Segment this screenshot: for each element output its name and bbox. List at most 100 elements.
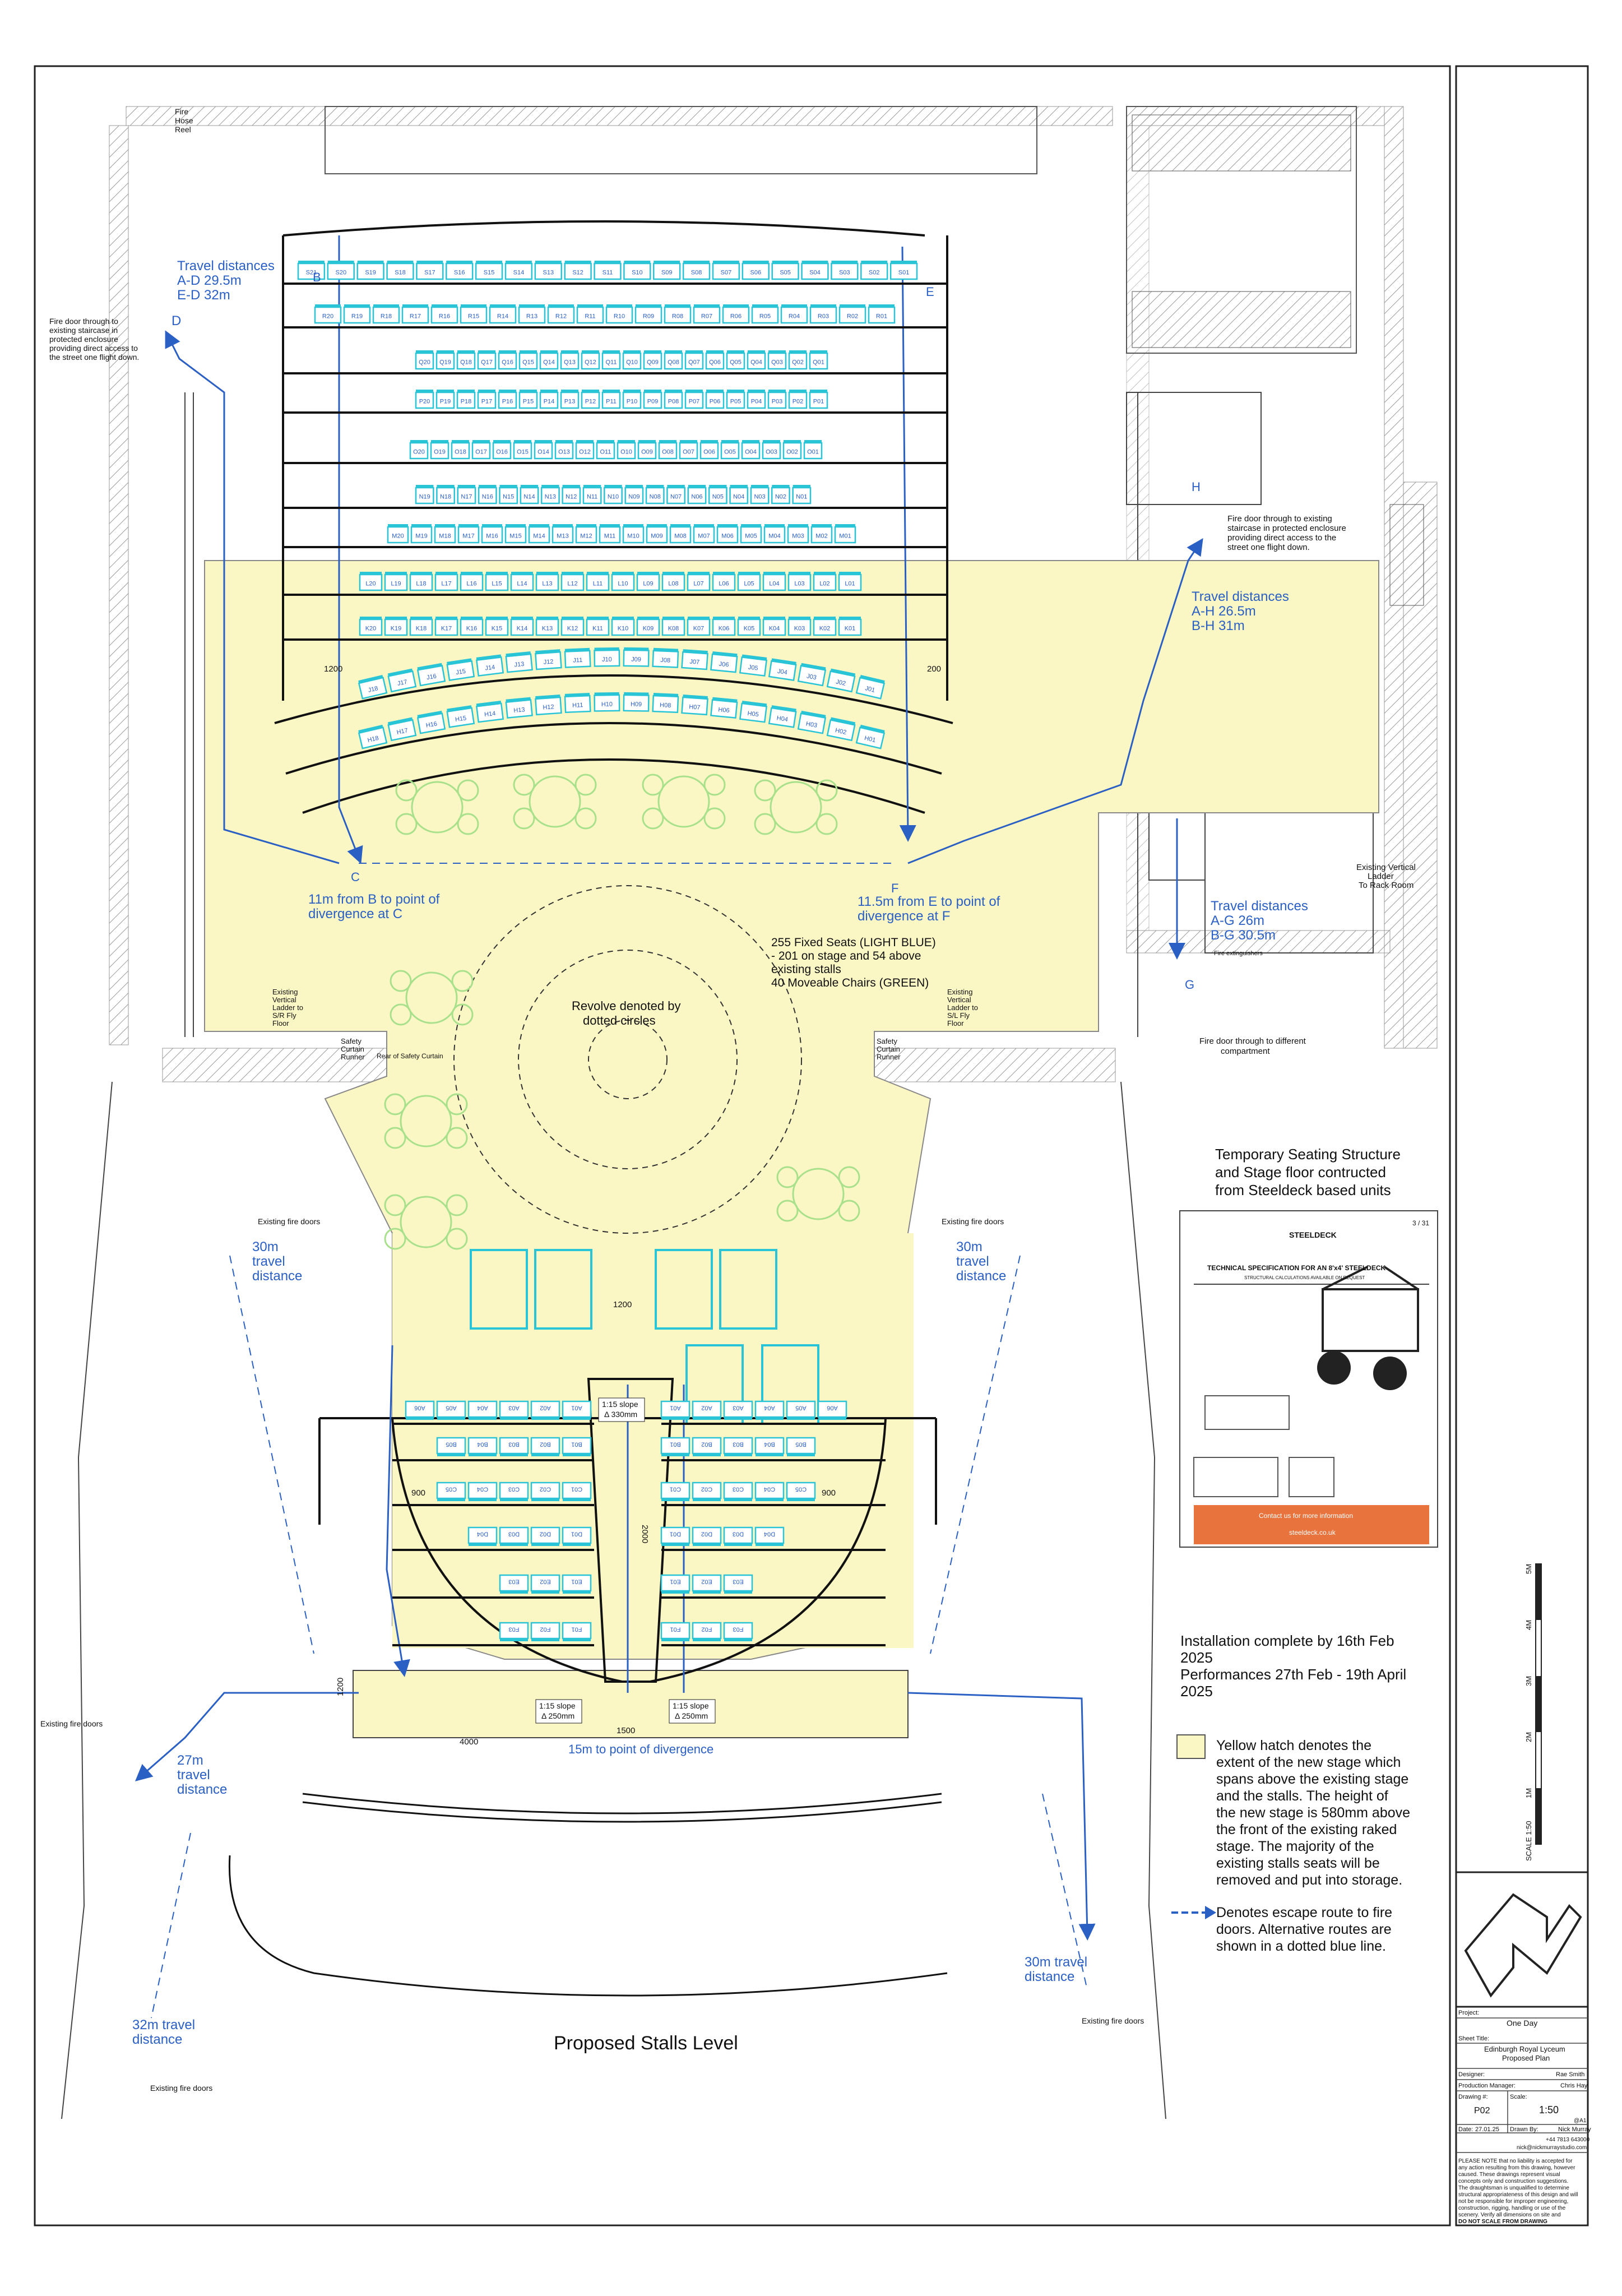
ladder-rack-line: Existing Vertical: [1356, 863, 1416, 872]
scale-label-2m: 2M: [1524, 1732, 1533, 1742]
steeldeck-page: 3 / 31: [1412, 1219, 1429, 1227]
tb-disclaimer-line: not be responsible for improper engineer…: [1458, 2198, 1568, 2205]
yellow-hatch-line: existing stalls seats will be: [1216, 1855, 1380, 1871]
left-27m-line3: distance: [177, 1782, 227, 1797]
tb-disclaimer-line: scenery. Verify all dimensions on site a…: [1458, 2212, 1561, 2218]
slope-bottom-right-line1: 1:15 slope: [673, 1701, 709, 1710]
dimension-900-right: 900: [822, 1488, 836, 1498]
ladder-sl-line: Vertical: [947, 996, 971, 1004]
dimension-2000: 2000: [640, 1525, 650, 1543]
existing-fire-doors-bottom-left: Existing fire doors: [150, 2084, 212, 2093]
upper-seating-frame: [274, 220, 953, 814]
seats-summary-line: existing stalls: [771, 963, 841, 976]
fire-door-left-line: providing direct access to: [49, 344, 138, 353]
yellow-hatch-line: and the stalls. The height of: [1216, 1788, 1388, 1804]
left-27m-line1: 27m: [177, 1753, 203, 1768]
travel-ad-title: Travel distances: [177, 258, 275, 274]
ladder-sl-line: Floor: [947, 1019, 964, 1027]
scale-label-5m: 5M: [1524, 1564, 1533, 1574]
slope-top-line2: Δ 330mm: [604, 1410, 637, 1419]
tb-drawing: P02: [1474, 2106, 1490, 2116]
tb-disclaimer-line: DO NOT SCALE FROM DRAWING: [1458, 2219, 1547, 2225]
tb-designer: Rae Smith: [1556, 2071, 1584, 2078]
bottom-30m-line2: distance: [1025, 1969, 1074, 1984]
tb-disclaimer-line: any action resulting from this drawing, …: [1458, 2165, 1575, 2171]
point-label-e: E: [926, 285, 934, 299]
point-label-g: G: [1185, 978, 1194, 992]
tb-pm-label: Production Manager:: [1458, 2082, 1516, 2089]
revolve-circles: [453, 885, 802, 1234]
scale-caption: SCALE 1:50: [1524, 1821, 1533, 1861]
tb-scale: 1:50: [1539, 2104, 1559, 2116]
fire-hose-label-3: Reel: [175, 125, 191, 134]
fire-door-right-note: Fire door through to existing staircase …: [1227, 514, 1346, 552]
revolve-line2: dotted circles: [583, 1013, 656, 1027]
tb-designer-label: Designer:: [1458, 2071, 1485, 2078]
fire-door-right-line: Fire door through to existing: [1227, 514, 1332, 524]
point-label-d: D: [172, 313, 181, 328]
legend-yellow-swatch: [1176, 1734, 1206, 1759]
ladder-sl-note: Existing Vertical Ladder to S/L Fly Floo…: [947, 988, 978, 1027]
point-label-h: H: [1192, 480, 1201, 494]
steeldeck-website: steeldeck.co.uk: [1289, 1529, 1336, 1536]
tb-drawn: Nick Murray: [1558, 2126, 1591, 2133]
temporary-structure-line: Temporary Seating Structure: [1215, 1146, 1401, 1163]
dimension-1200-mid: 1200: [613, 1300, 632, 1309]
revolve-line1: Revolve denoted by: [572, 999, 680, 1013]
installation-note: Installation complete by 16th Feb 2025 P…: [1180, 1632, 1406, 1700]
rear-safety-curtain-label: Rear of Safety Curtain: [377, 1052, 443, 1060]
fire-door-compartment-line1: Fire door through to different: [1199, 1036, 1306, 1046]
ladder-sr-line: Existing: [272, 988, 298, 996]
tb-disclaimer-line: caused. These drawings represent visual: [1458, 2172, 1560, 2178]
tb-disclaimer-line: PLEASE NOTE that no liability is accepte…: [1458, 2158, 1573, 2164]
safety-curtain-left-note: Safety Curtain Runner: [341, 1037, 365, 1061]
slope-bottom-left-line2: Δ 250mm: [541, 1711, 574, 1720]
ladder-sr-line: Floor: [272, 1019, 289, 1027]
alternative-routes: [151, 863, 1088, 2019]
tb-project-label: Project:: [1458, 2010, 1479, 2016]
studio-logo: [1464, 1893, 1582, 1998]
existing-fire-doors-left-stage: Existing fire doors: [258, 1217, 320, 1226]
fire-door-right-line: providing direct access to the: [1227, 533, 1336, 543]
new-stage-extent: [204, 560, 1379, 1738]
travel-ah-line2: B-H 31m: [1192, 618, 1245, 633]
existing-fire-doors-left: Existing fire doors: [40, 1719, 103, 1728]
fire-extinguishers-label: Fire extinguishers: [1214, 950, 1263, 957]
dimension-1200-front: 1200: [336, 1678, 345, 1696]
tb-disclaimer-line: structural appropriateness of this desig…: [1458, 2192, 1578, 2198]
yellow-hatch-legend: Yellow hatch denotes the extent of the n…: [1216, 1738, 1410, 1888]
dimension-4000: 4000: [460, 1737, 478, 1747]
yellow-hatch-line: spans above the existing stage: [1216, 1771, 1408, 1787]
travel-ah-title: Travel distances: [1192, 589, 1289, 604]
fire-door-left-line: Fire door through to: [49, 317, 118, 326]
tb-drawing-label: Drawing #:: [1458, 2094, 1488, 2100]
fire-door-right-line: staircase in protected enclosure: [1227, 524, 1346, 533]
left-30m-line2: travel: [252, 1254, 285, 1269]
dimension-1200-upper: 1200: [324, 664, 342, 674]
scale-bar: [1535, 1563, 1542, 1845]
proposed-stalls-title: Proposed Stalls Level: [554, 2033, 738, 2054]
travel-ag-line1: A-G 26m: [1211, 913, 1264, 928]
existing-fire-doors-bottom-right: Existing fire doors: [1082, 2016, 1144, 2025]
tb-disclaimer-line: construction, rigging, handling or use o…: [1458, 2205, 1566, 2211]
yellow-hatch-line: the front of the existing raked: [1216, 1822, 1397, 1837]
fire-door-compartment-line2: compartment: [1221, 1047, 1270, 1056]
travel-ag-line2: B-G 30.5m: [1211, 928, 1276, 943]
ladder-sr-line: S/R Fly: [272, 1011, 296, 1020]
dimension-900-left: 900: [411, 1488, 425, 1498]
ladder-sl-line: S/L Fly: [947, 1011, 970, 1020]
safety-curtain-right-note: Safety Curtain Runner: [877, 1037, 901, 1061]
b-to-c-line2: divergence at C: [308, 906, 402, 922]
escape-legend-line: doors. Alternative routes are: [1216, 1922, 1392, 1937]
safety-curtain-left-line: Curtain: [341, 1045, 364, 1053]
divergence-15m-label: 15m to point of divergence: [568, 1742, 713, 1756]
installation-line: 2025: [1180, 1683, 1213, 1700]
installation-line: Installation complete by 16th Feb: [1180, 1632, 1394, 1649]
ladder-sl-line: Existing: [947, 988, 973, 996]
tb-paper: @A1: [1574, 2118, 1587, 2124]
ladder-rack-room-note: Existing Vertical Ladder To Rack Room: [1356, 863, 1416, 890]
tb-pm: Chris Hay: [1560, 2082, 1588, 2089]
bottom-32m-line2: distance: [132, 2032, 182, 2047]
fire-door-left-line: the street one flight down.: [49, 353, 139, 362]
